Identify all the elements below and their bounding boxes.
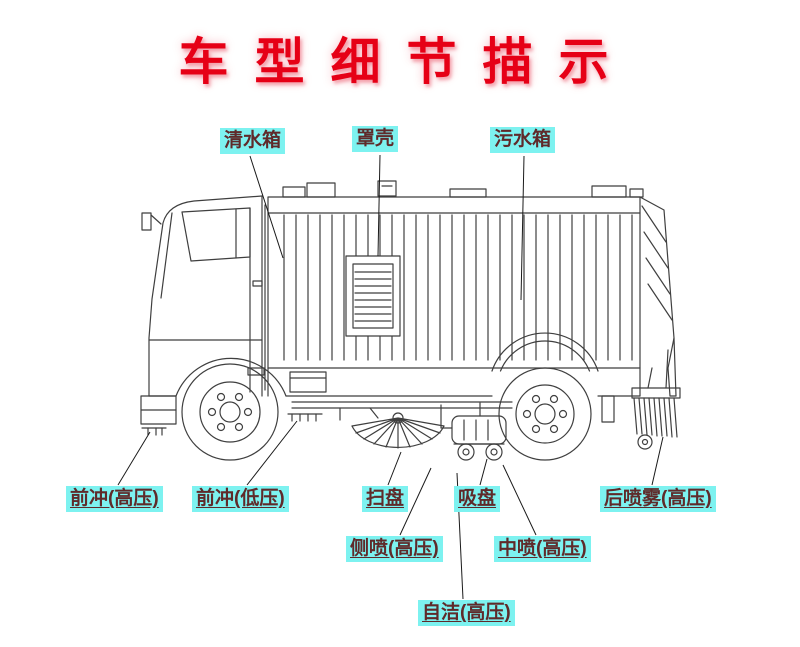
rear-wheel [491,332,599,461]
label-clean-water-tank: 清水箱 [220,128,286,154]
truck-line-art [140,180,681,461]
label-sweep-disc: 扫盘 [362,486,409,512]
label-sewage-tank: 污水箱 [490,127,556,153]
front-wheel [181,363,279,461]
label-front-flush-low: 前冲(低压) [192,486,289,512]
tank-body [267,180,677,397]
label-mid-spray-high: 中喷(高压) [494,536,591,562]
chassis [267,367,641,423]
diagram-title: 车型细节描示 [178,34,635,90]
label-cover-shell: 罩壳 [352,126,399,152]
label-front-flush-high: 前冲(高压) [66,486,163,512]
cover-shell-hatch [345,255,401,337]
rear-broom [631,349,681,450]
tank-ribs [283,214,633,361]
label-suction-disc: 吸盘 [454,486,501,512]
label-rear-spray-high: 后喷雾(高压) [600,486,716,512]
label-side-spray-high: 侧喷(高压) [346,536,443,562]
leader-lines [117,154,664,600]
suction-unit [440,402,507,461]
label-self-clean-high: 自洁(高压) [418,600,515,626]
sweep-brush-fan [351,417,445,449]
truck-cab [140,195,287,436]
sweep-gear [287,401,513,461]
